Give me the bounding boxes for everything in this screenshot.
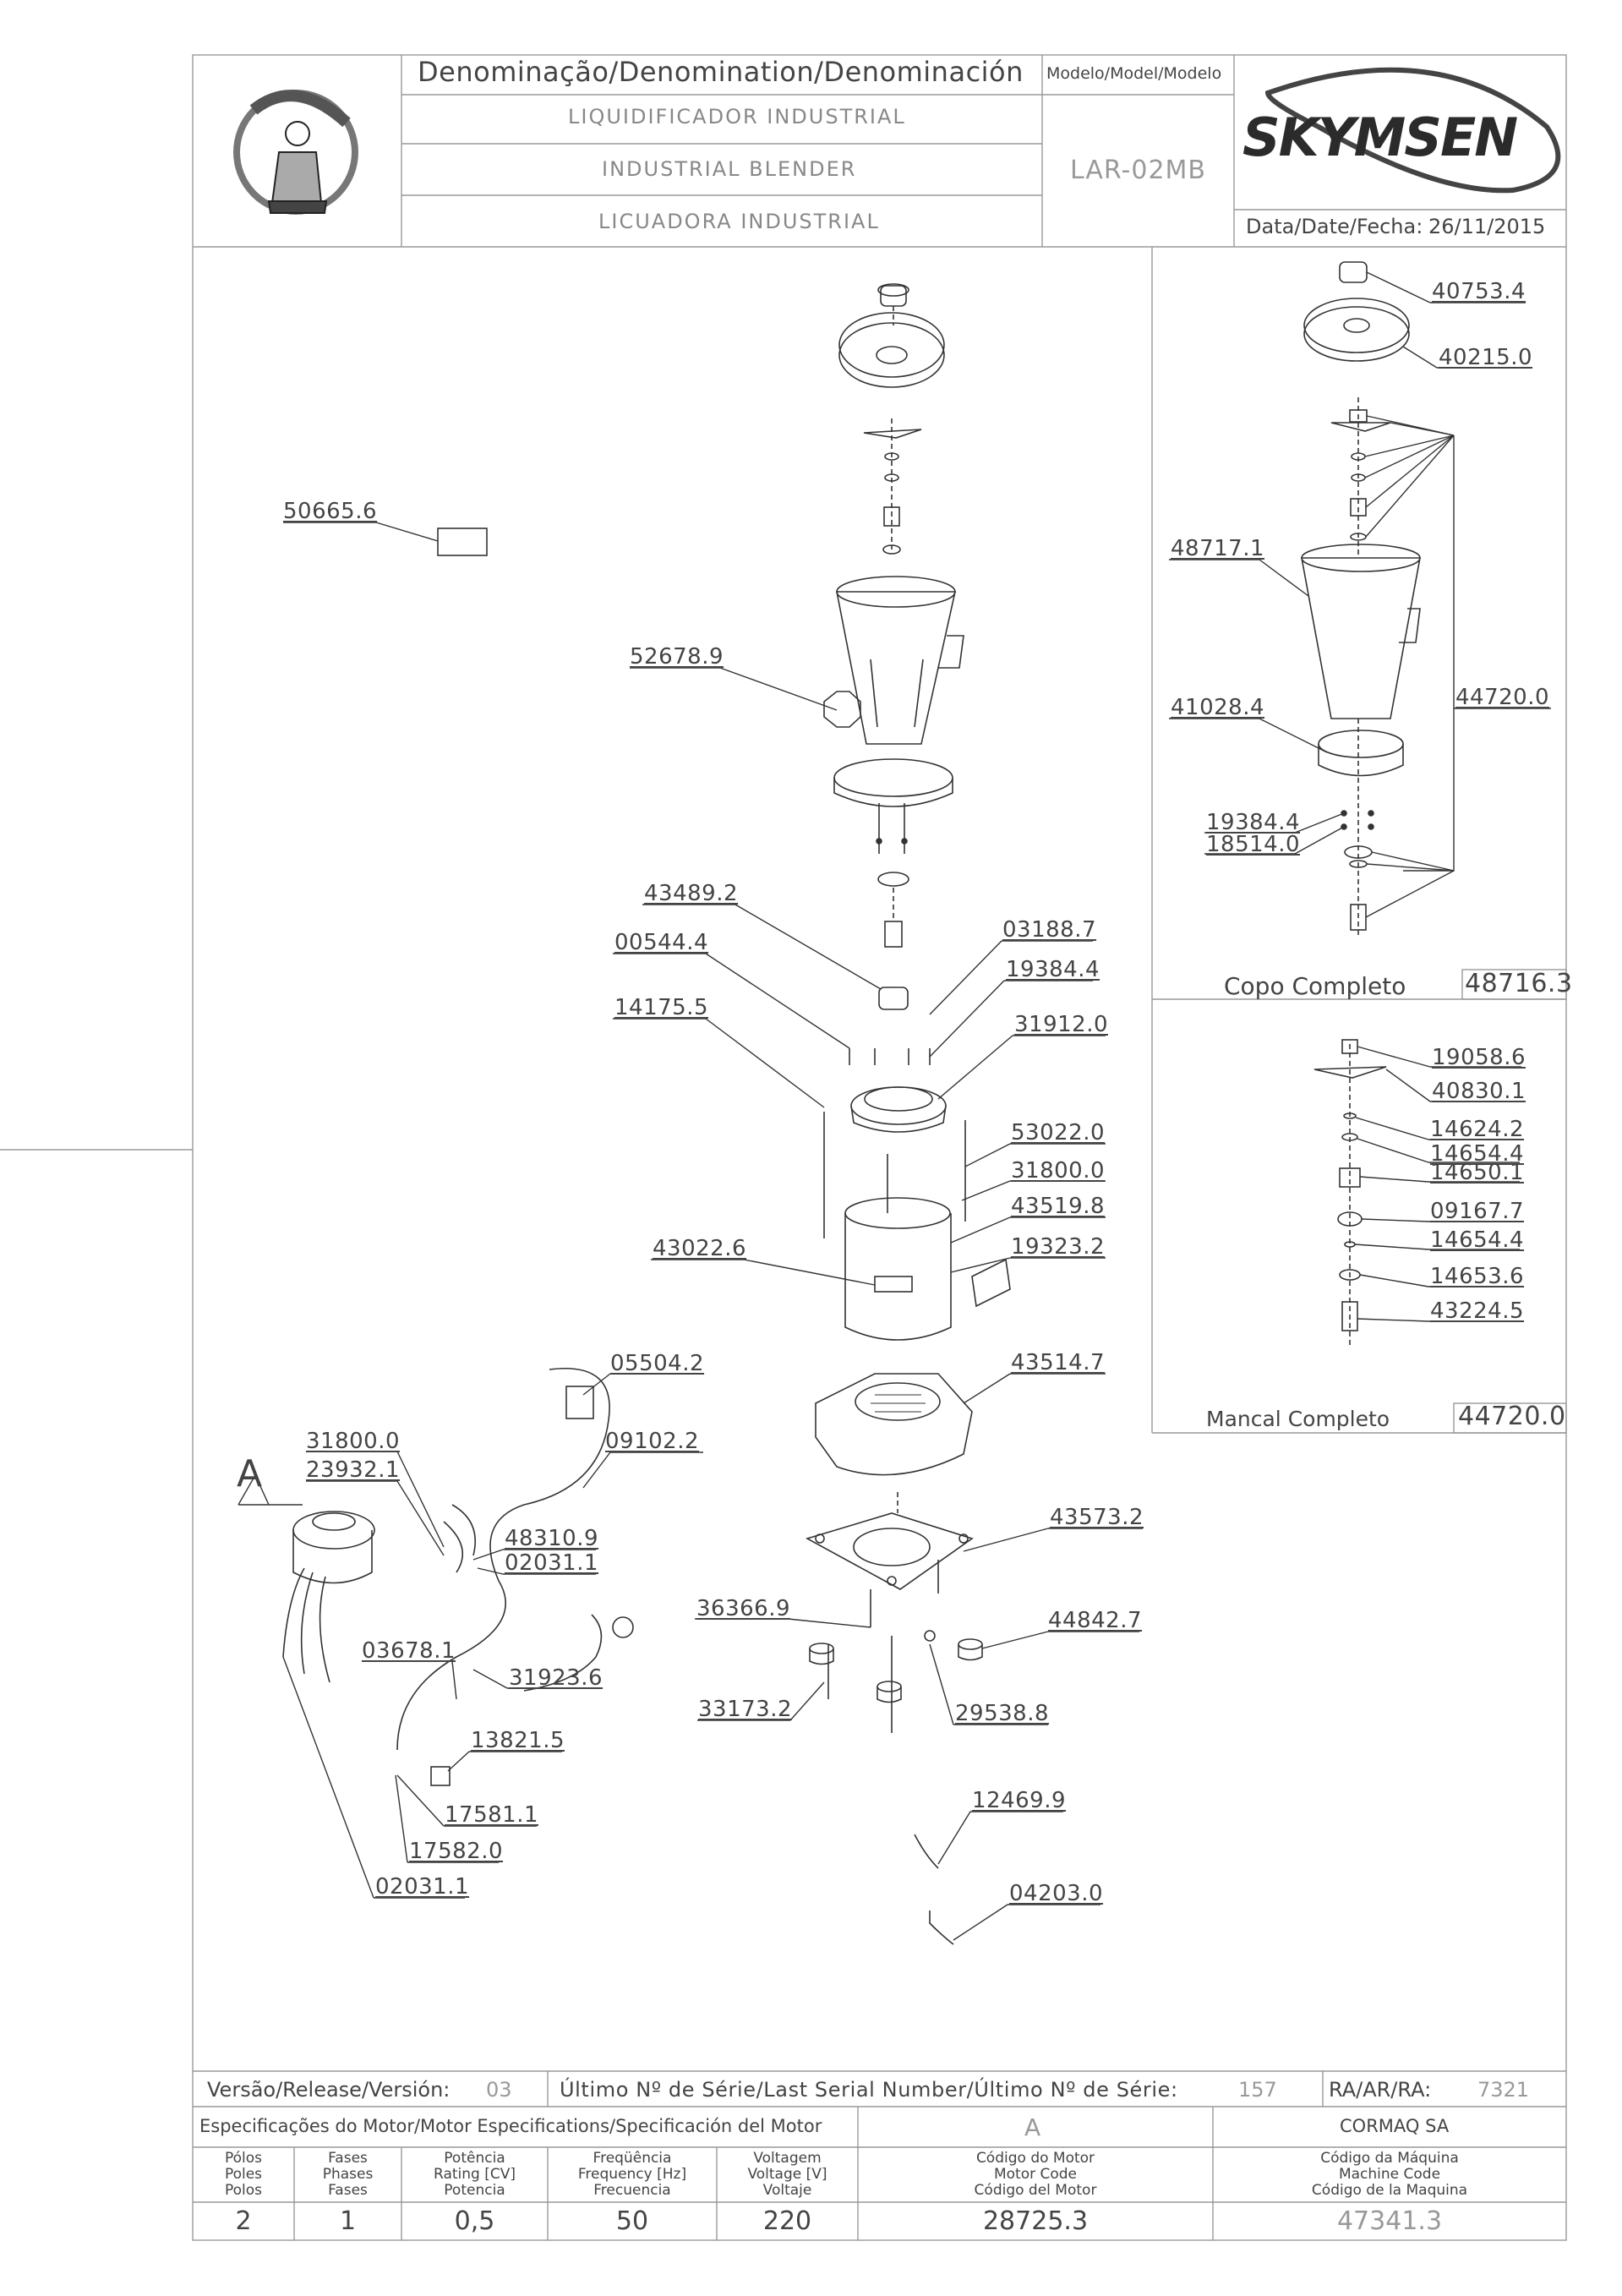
main-part-label: 53022.0	[1011, 1120, 1106, 1145]
name-pt: LIQUIDIFICADOR INDUSTRIAL	[568, 105, 906, 128]
copo-completo-detail	[1301, 261, 1421, 938]
main-part-label: 17581.1	[445, 1802, 539, 1828]
main-part-label: 43022.6	[653, 1236, 747, 1261]
main-part-label: 14175.5	[614, 995, 709, 1020]
main-part-label: 43514.7	[1011, 1350, 1106, 1375]
main-part-label: 50665.6	[283, 499, 378, 524]
spec-code: A	[1024, 2113, 1041, 2141]
main-part-label: 09102.2	[605, 1429, 700, 1454]
brand-swoosh	[1264, 67, 1561, 194]
mancal-part-label: 14654.4	[1430, 1141, 1525, 1167]
version-label: Versão/Release/Versión:	[207, 2078, 451, 2102]
date-label: Data/Date/Fecha:	[1246, 215, 1423, 238]
detail-a-marker: A	[237, 1452, 263, 1495]
main-part-label: 23932.1	[306, 1457, 401, 1483]
main-part-label: 48310.9	[505, 1526, 599, 1551]
denomination-title: Denominação/Denomination/Denominación	[418, 56, 1024, 88]
mancal-part-label: 14650.1	[1430, 1160, 1525, 1185]
main-part-label: 12469.9	[972, 1788, 1067, 1813]
main-part-label: 29538.8	[955, 1701, 1050, 1726]
main-part-label: 43519.8	[1011, 1194, 1106, 1219]
main-part-label: 19384.4	[1006, 957, 1100, 982]
power-value: 0,5	[454, 2206, 495, 2236]
copo-part-label: 19384.4	[1206, 810, 1301, 835]
copo-part-label: 18514.0	[1206, 832, 1301, 857]
leader-lines	[238, 271, 1551, 1941]
main-part-label: 00544.4	[614, 930, 709, 955]
main-part-label: 17582.0	[409, 1839, 504, 1864]
main-part-label: 44842.7	[1048, 1608, 1143, 1633]
main-assembly	[282, 283, 1011, 1945]
main-part-label: 33173.2	[698, 1697, 793, 1722]
main-part-label: 31923.6	[509, 1665, 603, 1691]
technical-assistance-seal	[233, 90, 358, 215]
main-part-label: 36366.9	[696, 1596, 791, 1621]
motor-code-value: 28725.3	[982, 2206, 1089, 2236]
mancal-part-label: 14654.4	[1430, 1227, 1525, 1253]
drawing-frame	[0, 54, 1567, 2241]
serial-label: Último Nº de Série/Last Serial Number/Úl…	[560, 2078, 1178, 2102]
serial-value: 157	[1238, 2078, 1277, 2102]
name-en: INDUSTRIAL BLENDER	[602, 157, 857, 181]
model-number: LAR-02MB	[1070, 156, 1207, 185]
copo-completo-code: 48716.3	[1465, 969, 1573, 998]
main-part-label: 02031.1	[505, 1550, 599, 1576]
main-part-label: 31800.0	[1011, 1158, 1106, 1184]
ra-value: 7321	[1477, 2078, 1530, 2102]
frequency-value: 50	[615, 2206, 649, 2236]
main-part-label: 19323.2	[1011, 1234, 1106, 1260]
main-part-label: 03678.1	[362, 1638, 456, 1664]
mancal-part-label: 40830.1	[1432, 1079, 1526, 1104]
mancal-part-label: 43224.5	[1430, 1298, 1525, 1324]
poles-value: 2	[235, 2206, 252, 2236]
machine-code-value: 47341.3	[1336, 2206, 1443, 2236]
mancal-completo-title: Mancal Completo	[1206, 1407, 1390, 1431]
copo-part-label: 44720.0	[1455, 685, 1550, 710]
main-part-label: 03188.7	[1002, 917, 1097, 943]
main-part-label: 13821.5	[471, 1728, 565, 1753]
model-title: Modelo/Model/Modelo	[1046, 64, 1222, 83]
copo-part-label: 41028.4	[1171, 695, 1265, 720]
copo-part-label: 40753.4	[1432, 279, 1526, 304]
main-part-label: 52678.9	[630, 644, 724, 670]
copo-completo-title: Copo Completo	[1224, 972, 1406, 1000]
mancal-part-label: 14653.6	[1430, 1264, 1525, 1289]
main-part-label: 31800.0	[306, 1429, 401, 1454]
motor-spec-label: Especificações do Motor/Motor Especifica…	[199, 2116, 822, 2136]
main-part-label: 04203.0	[1009, 1881, 1104, 1906]
mancal-completo-detail	[1313, 1039, 1387, 1348]
main-part-label: 43489.2	[644, 881, 739, 906]
mancal-completo-code: 44720.0	[1458, 1402, 1566, 1431]
company-name: CORMAQ SA	[1340, 2116, 1450, 2136]
mancal-part-label: 14624.2	[1430, 1117, 1525, 1142]
copo-part-label: 48717.1	[1171, 536, 1265, 561]
ra-label: RA/AR/RA:	[1329, 2078, 1432, 2102]
phases-value: 1	[339, 2206, 357, 2236]
main-part-label: 05504.2	[610, 1351, 705, 1376]
version-value: 03	[486, 2078, 512, 2102]
copo-part-label: 40215.0	[1439, 345, 1533, 370]
main-part-label: 43573.2	[1050, 1505, 1144, 1530]
mancal-part-label: 19058.6	[1432, 1045, 1526, 1070]
main-part-label: 31912.0	[1014, 1012, 1109, 1037]
mancal-part-label: 09167.7	[1430, 1199, 1525, 1224]
brand-logo: SKYMSEN	[1242, 107, 1518, 168]
name-es: LICUADORA INDUSTRIAL	[598, 210, 880, 233]
date-value: 26/11/2015	[1428, 215, 1546, 238]
main-part-label: 02031.1	[375, 1874, 470, 1900]
voltage-value: 220	[762, 2206, 812, 2236]
